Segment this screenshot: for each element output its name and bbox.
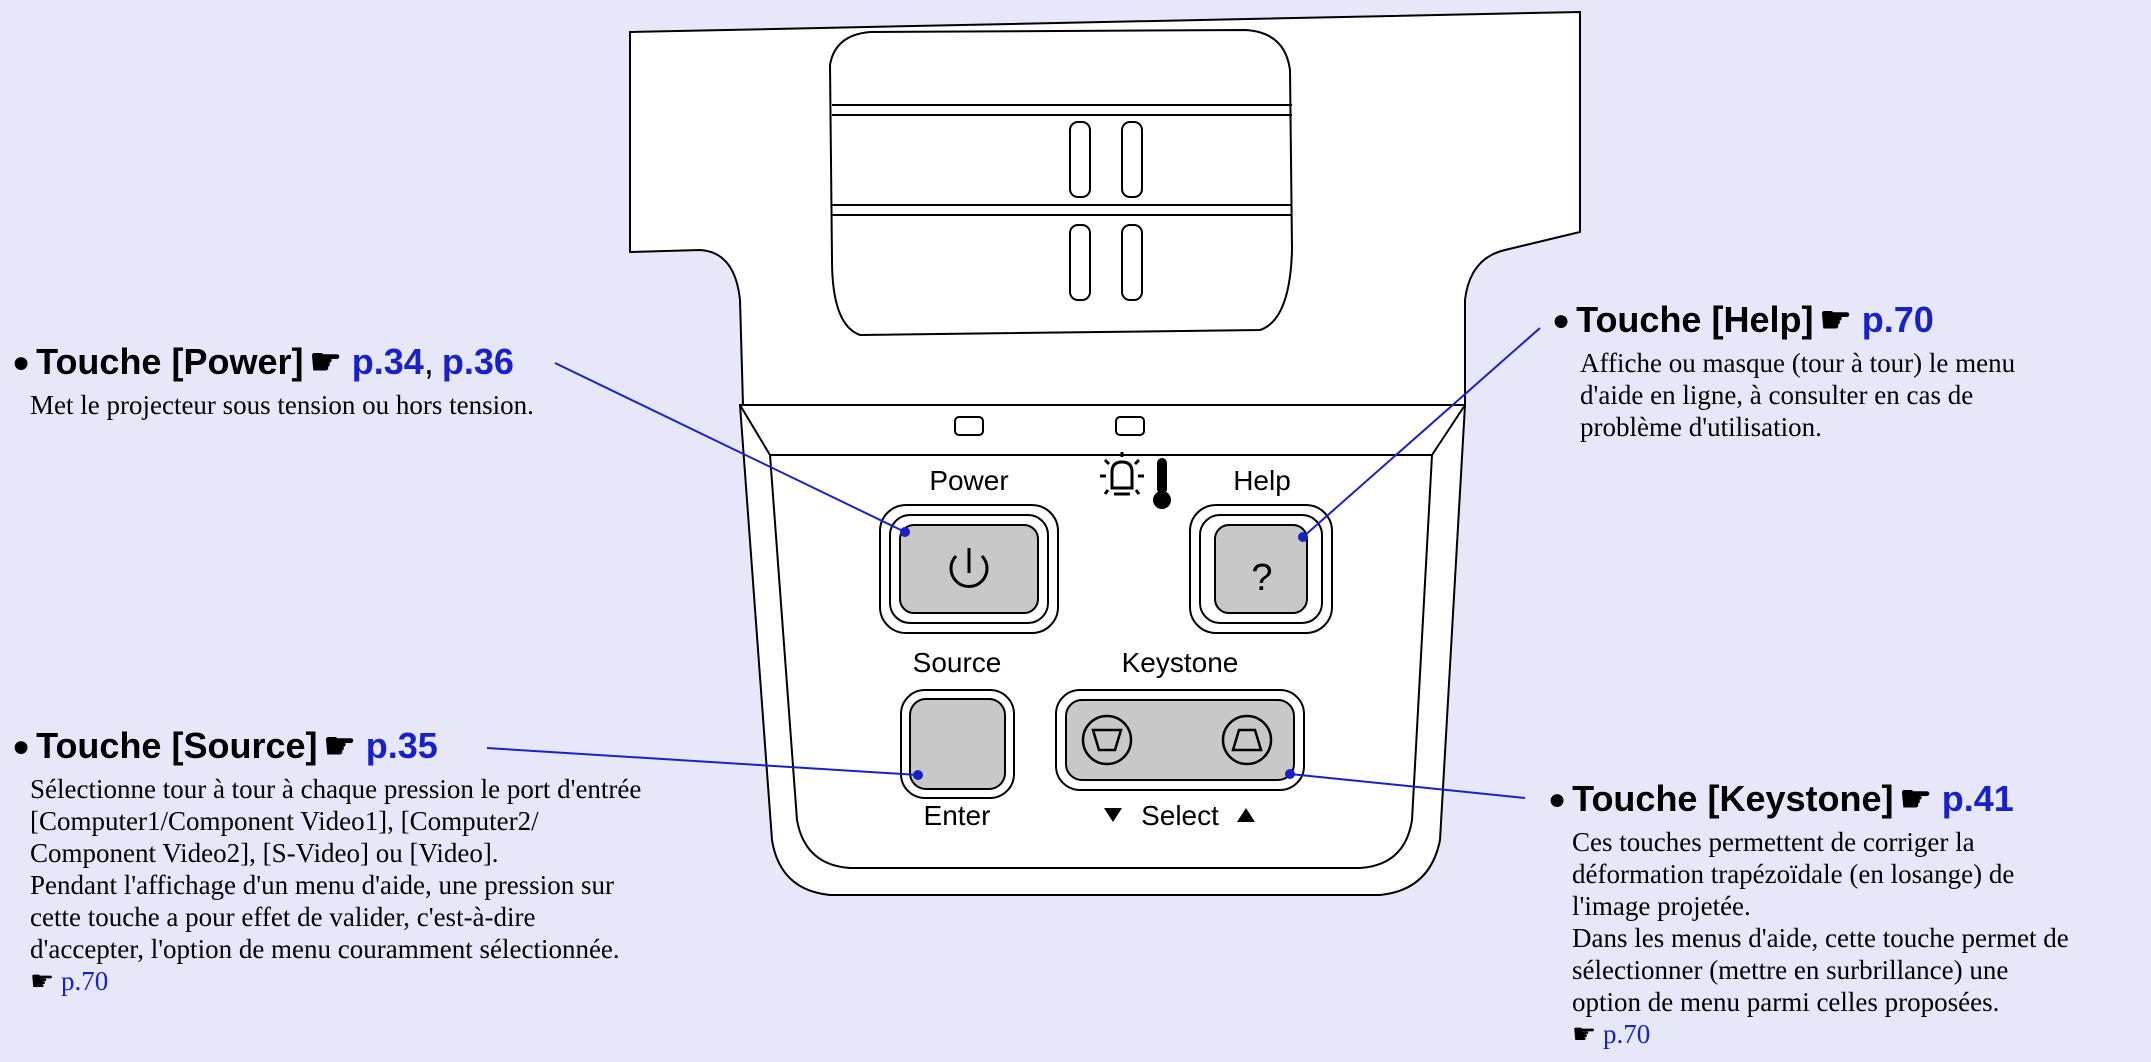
power-page-link-2[interactable]: p.36 xyxy=(441,341,514,382)
lens-hood xyxy=(828,28,1294,337)
callout-power: ●Touche [Power]☛p.34,p.36 Met le project… xyxy=(12,342,534,421)
help-page-link[interactable]: p.70 xyxy=(1861,299,1934,340)
status-indicator-led xyxy=(1115,416,1145,436)
source-desc-line: Pendant l'affichage d'un menu d'aide, un… xyxy=(30,870,614,900)
callout-power-title: Touche [Power] xyxy=(36,341,304,382)
pointing-hand-icon: ☛ xyxy=(1899,778,1932,819)
pointing-hand-icon: ☛ xyxy=(30,966,61,996)
source-desc-line: d'accepter, l'option de menu couramment … xyxy=(30,934,620,964)
help-label: Help xyxy=(1233,465,1291,496)
source-desc-line: cette touche a pour effet de valider, c'… xyxy=(30,902,536,932)
callout-power-heading: ●Touche [Power]☛p.34,p.36 xyxy=(12,341,514,382)
callout-power-description: Met le projecteur sous tension ou hors t… xyxy=(30,390,534,420)
power-indicator-led xyxy=(954,416,984,436)
callout-keystone: ●Touche [Keystone]☛p.41 Ces touches perm… xyxy=(1548,779,2069,1050)
power-button[interactable] xyxy=(879,504,1059,634)
callout-keystone-heading: ●Touche [Keystone]☛p.41 xyxy=(1548,778,2014,819)
keystone-leader-line xyxy=(1289,773,1526,799)
source-enter-button[interactable] xyxy=(900,689,1015,799)
help-desc-line: d'aide en ligne, à consulter en cas de xyxy=(1580,380,1974,410)
callout-help-description: Affiche ou masque (tour à tour) le menu … xyxy=(1580,347,2015,443)
keystone-desc-line: option de menu parmi celles proposées. xyxy=(1572,987,2000,1017)
vent-rollers xyxy=(1069,121,1143,301)
keystone-desc-line: sélectionner (mettre en surbrillance) un… xyxy=(1572,955,2009,985)
callout-keystone-description: Ces touches permettent de corriger la dé… xyxy=(1572,826,2069,1050)
pointing-hand-icon: ☛ xyxy=(309,341,342,382)
power-page-link-1[interactable]: p.34 xyxy=(351,341,424,382)
keystone-buttons[interactable] xyxy=(1055,689,1305,791)
keystone-down-icon[interactable] xyxy=(1081,714,1133,766)
keystone-label: Keystone xyxy=(1122,647,1239,678)
help-button[interactable]: ? xyxy=(1189,504,1333,634)
source-label: Source xyxy=(913,647,1002,678)
pointing-hand-icon: ☛ xyxy=(1572,1019,1603,1049)
callout-help: ●Touche [Help]☛p.70 Affiche ou masque (t… xyxy=(1552,300,2015,443)
source-desc-line: [Computer1/Component Video1], [Computer2… xyxy=(30,806,539,836)
pointing-hand-icon: ☛ xyxy=(323,725,356,766)
source-leader-line xyxy=(486,747,919,776)
source-page-link[interactable]: p.35 xyxy=(365,725,438,766)
select-down-arrow-icon xyxy=(1104,808,1122,822)
source-desc-line: Sélectionne tour à tour à chaque pressio… xyxy=(30,774,642,804)
callout-source: ●Touche [Source]☛p.35 Sélectionne tour à… xyxy=(12,726,641,997)
source-help-page-link[interactable]: p.70 xyxy=(60,966,109,996)
lamp-icon xyxy=(1100,452,1144,496)
power-leader-line xyxy=(554,362,906,533)
keystone-desc-line: Ces touches permettent de corriger la xyxy=(1572,827,1975,857)
help-leader-line xyxy=(1302,327,1541,538)
callout-source-title: Touche [Source] xyxy=(36,725,318,766)
pointing-hand-icon: ☛ xyxy=(1819,299,1852,340)
thermometer-icon xyxy=(1153,458,1171,509)
power-icon xyxy=(949,548,989,588)
callout-help-heading: ●Touche [Help]☛p.70 xyxy=(1552,299,1934,340)
keystone-page-link[interactable]: p.41 xyxy=(1941,778,2014,819)
enter-label: Enter xyxy=(924,800,991,831)
keystone-desc-line: déformation trapézoïdale (en losange) de xyxy=(1572,859,2015,889)
help-desc-line: Affiche ou masque (tour à tour) le menu xyxy=(1580,348,2016,378)
select-up-arrow-icon xyxy=(1237,808,1255,822)
help-desc-line: problème d'utilisation. xyxy=(1580,412,1822,442)
power-label: Power xyxy=(929,465,1008,496)
source-desc-line: Component Video2], [S-Video] ou [Video]. xyxy=(30,838,499,868)
keystone-up-icon[interactable] xyxy=(1221,714,1273,766)
callout-keystone-title: Touche [Keystone] xyxy=(1572,778,1894,819)
callout-source-heading: ●Touche [Source]☛p.35 xyxy=(12,725,438,766)
power-ref-separator: , xyxy=(423,341,434,382)
help-question-icon: ? xyxy=(1251,557,1272,599)
keystone-desc-line: Dans les menus d'aide, cette touche perm… xyxy=(1572,923,2069,953)
keystone-desc-line: l'image projetée. xyxy=(1572,891,1751,921)
control-panel-face xyxy=(768,454,1434,869)
select-label: Select xyxy=(1141,800,1219,831)
keystone-help-page-link[interactable]: p.70 xyxy=(1602,1019,1651,1049)
callout-help-title: Touche [Help] xyxy=(1576,299,1814,340)
callout-source-description: Sélectionne tour à tour à chaque pressio… xyxy=(30,773,641,997)
